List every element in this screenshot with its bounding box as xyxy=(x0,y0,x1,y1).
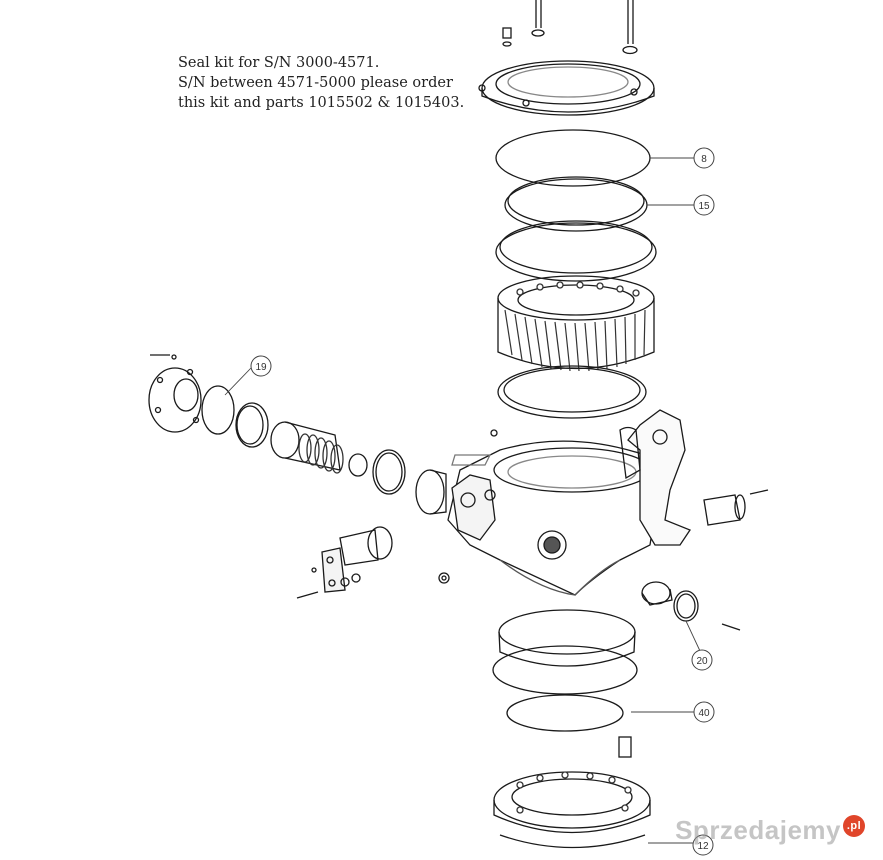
right-pin xyxy=(703,489,769,526)
watermark-badge: .pl xyxy=(843,815,865,838)
note-line-2: S/N between 4571-5000 please order xyxy=(178,75,453,91)
callout-40-label: 40 xyxy=(698,708,710,719)
slewing-bearing xyxy=(497,275,655,372)
dowel-pin xyxy=(618,736,632,758)
callout-40: 40 xyxy=(693,701,715,723)
small-nut xyxy=(438,429,498,584)
watermark-text: Sprzedajemy xyxy=(675,815,841,845)
callout-12: 12 xyxy=(692,834,714,856)
leader-lines xyxy=(224,157,701,844)
worm-gear-assembly xyxy=(148,354,447,515)
callout-15: 15 xyxy=(693,194,715,216)
callout-12-label: 12 xyxy=(697,841,709,852)
callout-20: 20 xyxy=(691,649,713,671)
callout-19: 19 xyxy=(250,355,272,377)
main-housing xyxy=(447,409,691,596)
callout-8: 8 xyxy=(693,147,715,169)
callout-8-label: 8 xyxy=(701,154,707,165)
thin-ring xyxy=(495,220,657,282)
lower-rings xyxy=(492,609,638,732)
callout-15-label: 15 xyxy=(698,201,710,212)
top-bolts xyxy=(502,0,638,55)
note-line-3: this kit and parts 1015502 & 1015403. xyxy=(178,95,465,111)
note-line-1: Seal kit for S/N 3000-4571. xyxy=(178,55,380,71)
bottom-flange-plate xyxy=(493,771,651,834)
callout-19-label: 19 xyxy=(255,362,267,373)
seal-kit-note: Seal kit for S/N 3000-4571. S/N between … xyxy=(178,53,464,113)
callout-20-label: 20 xyxy=(696,656,708,667)
lever-and-pin xyxy=(296,526,393,599)
top-cover-plate xyxy=(478,60,655,116)
bushing-20 xyxy=(641,581,741,631)
lower-bearing-ring xyxy=(497,365,647,419)
bottom-ring-12 xyxy=(499,834,646,849)
watermark: Sprzedajemy.pl xyxy=(675,815,865,846)
